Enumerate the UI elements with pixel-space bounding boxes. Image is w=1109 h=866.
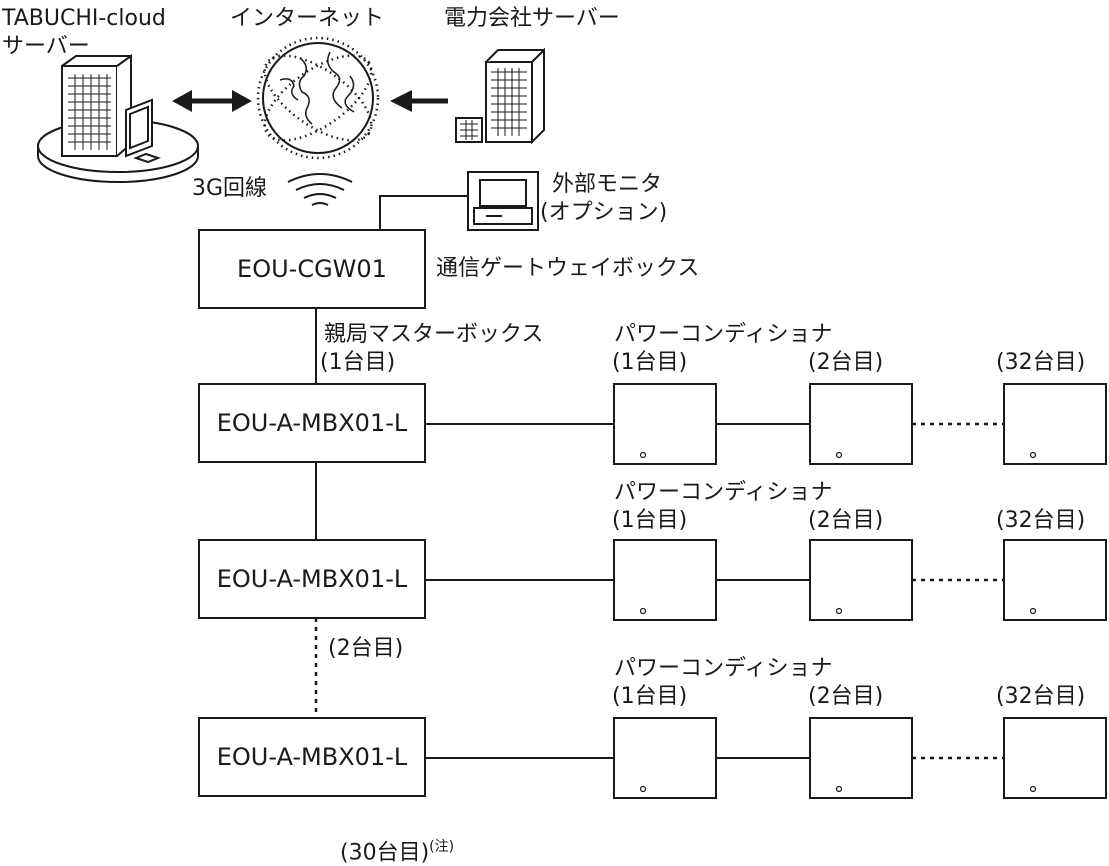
pcs-row1-unit1 bbox=[613, 383, 717, 465]
master-unit-1-label: (1台目) bbox=[320, 350, 396, 375]
pcs-row2-unit2-label: (2台目) bbox=[808, 508, 884, 533]
note-mark: (注) bbox=[429, 839, 455, 855]
pcs-row1-unit2 bbox=[809, 383, 913, 465]
gateway-box bbox=[198, 229, 426, 309]
pcs-row3-unit32-label: (32台目) bbox=[996, 684, 1086, 709]
led-indicator-icon bbox=[639, 451, 647, 459]
led-indicator-icon bbox=[1029, 607, 1037, 615]
power-company-server-icon bbox=[455, 47, 545, 145]
pcs-row2-unit32-label: (32台目) bbox=[996, 508, 1086, 533]
pcs-row1-unit32 bbox=[1003, 383, 1107, 465]
pcs-row3-unit1 bbox=[613, 717, 717, 799]
monitor-icon bbox=[467, 171, 539, 231]
gateway-model-label: EOU-CGW01 bbox=[237, 255, 387, 283]
pcs-row3-unit2-label: (2台目) bbox=[808, 684, 884, 709]
tabuchi-cloud-label: TABUCHI-cloud bbox=[2, 6, 166, 31]
tabuchi-server-label: サーバー bbox=[2, 34, 90, 59]
master-box-label: 親局マスターボックス bbox=[324, 322, 544, 347]
gateway-name-label: 通信ゲートウェイボックス bbox=[436, 256, 700, 281]
internet-label: インターネット bbox=[230, 6, 385, 31]
master-unit-2-label: (2台目) bbox=[328, 636, 404, 661]
pcs-row2-unit2 bbox=[809, 539, 913, 621]
globe-icon bbox=[256, 36, 380, 160]
led-indicator-icon bbox=[835, 451, 843, 459]
power-company-label: 電力会社サーバー bbox=[444, 6, 620, 31]
master-box-30 bbox=[198, 717, 426, 797]
pcs-row2-unit32 bbox=[1003, 539, 1107, 621]
led-indicator-icon bbox=[835, 607, 843, 615]
pcs-title-row3: パワーコンディショナ bbox=[614, 656, 833, 681]
pcs-row3-unit2 bbox=[809, 717, 913, 799]
led-indicator-icon bbox=[1029, 451, 1037, 459]
left-arrow-icon bbox=[390, 90, 448, 112]
pcs-row2-unit1 bbox=[613, 539, 717, 621]
bidirectional-arrow-icon bbox=[172, 90, 252, 112]
cloud-server-icon bbox=[37, 54, 199, 183]
led-indicator-icon bbox=[639, 607, 647, 615]
led-indicator-icon bbox=[1029, 785, 1037, 793]
master-model-2-label: EOU-A-MBX01-L bbox=[216, 565, 408, 593]
led-indicator-icon bbox=[639, 785, 647, 793]
pcs-title-row1: パワーコンディショナ bbox=[614, 322, 833, 347]
master-model-1-label: EOU-A-MBX01-L bbox=[216, 409, 408, 437]
master-box-1 bbox=[198, 383, 426, 463]
master-model-30-label: EOU-A-MBX01-L bbox=[216, 743, 408, 771]
led-indicator-icon bbox=[835, 785, 843, 793]
wireless-signal-icon bbox=[287, 173, 353, 206]
monitor-option-label: (オプション) bbox=[540, 200, 668, 225]
monitor-label: 外部モニタ bbox=[552, 172, 663, 197]
line-3g-label: 3G回線 bbox=[192, 176, 268, 201]
pcs-title-row2: パワーコンディショナ bbox=[614, 480, 833, 505]
pcs-row3-unit1-label: (1台目) bbox=[612, 684, 688, 709]
pcs-row1-unit32-label: (32台目) bbox=[996, 350, 1086, 375]
pcs-row2-unit1-label: (1台目) bbox=[612, 508, 688, 533]
master-box-2 bbox=[198, 539, 426, 619]
master-unit-30-label: (30台目)(注) bbox=[340, 834, 454, 866]
pcs-row1-unit1-label: (1台目) bbox=[612, 350, 688, 375]
pcs-row1-unit2-label: (2台目) bbox=[808, 350, 884, 375]
unit-30-text: (30台目) bbox=[340, 840, 430, 866]
pcs-row3-unit32 bbox=[1003, 717, 1107, 799]
monitor-connection-line bbox=[379, 195, 468, 230]
